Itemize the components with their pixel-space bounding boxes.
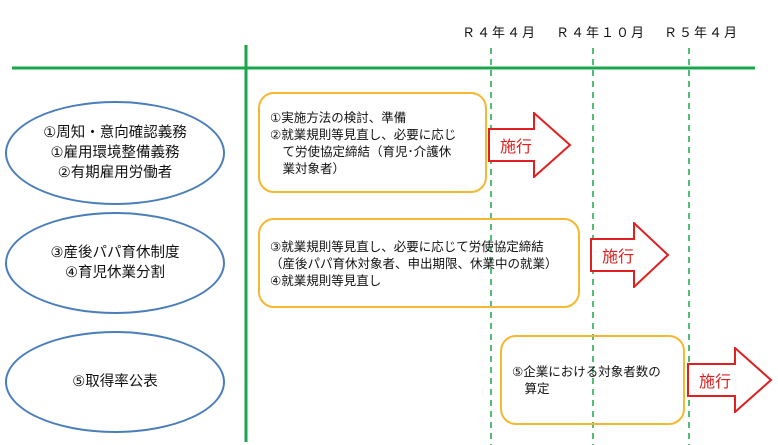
date-label: Ｒ４年４月 [462, 26, 538, 41]
right-arrow-icon [590, 220, 670, 290]
category-ellipse: ①周知・意向確認義務 ①雇用環境整備義務 ②有期雇用労働者 [5, 101, 225, 205]
task-line: （産後パパ育休対象者、申出期限、休業中の就業） [270, 255, 558, 271]
task-line: ①実施方法の検討、準備 [270, 109, 407, 125]
task-line: ④就業規則等見直し [270, 272, 382, 288]
category-line: ⑤取得率公表 [72, 374, 158, 390]
enforcement-arrow: 施行 [687, 345, 773, 415]
enforcement-arrow: 施行 [590, 220, 670, 290]
task-line: ⑤企業における対象者数の [512, 364, 661, 379]
arrow-label: 施行 [699, 372, 732, 391]
task-box: ①実施方法の検討、準備 ②就業規則等見直し、必要に応じ て労使協定締結（育児･介… [258, 92, 487, 193]
right-arrow-icon [687, 345, 773, 415]
category-line: ③産後パパ育休制度 [50, 245, 180, 261]
arrow-label: 施行 [602, 247, 635, 266]
date-label: Ｒ５年４月 [664, 26, 740, 41]
category-line: ②有期雇用労働者 [57, 165, 173, 181]
category-ellipse: ③産後パパ育休制度 ④育児休業分割 [5, 212, 225, 314]
date-label: Ｒ４年１０月 [556, 26, 647, 41]
category-line: ①雇用環境整備義務 [50, 145, 180, 161]
category-ellipse: ⑤取得率公表 [5, 331, 225, 433]
task-line: 業対象者） [270, 160, 346, 176]
task-box: ⑤企業における対象者数の 算定 [500, 335, 685, 425]
task-line: 算定 [512, 381, 550, 396]
arrow-label: 施行 [500, 137, 533, 156]
category-line: ④育児休業分割 [65, 265, 165, 281]
task-box: ③就業規則等見直し、必要に応じて労使協定締結 （産後パパ育休対象者、申出期限、休… [258, 218, 580, 308]
task-line: て労使協定締結（育児･介護休 [270, 143, 452, 159]
task-line: ③就業規則等見直し、必要に応じて労使協定締結 [270, 238, 544, 254]
category-line: ①周知・意向確認義務 [43, 125, 187, 141]
enforcement-arrow: 施行 [488, 110, 572, 180]
right-arrow-icon [488, 110, 572, 180]
task-line: ②就業規則等見直し、必要に応じ [270, 126, 457, 142]
